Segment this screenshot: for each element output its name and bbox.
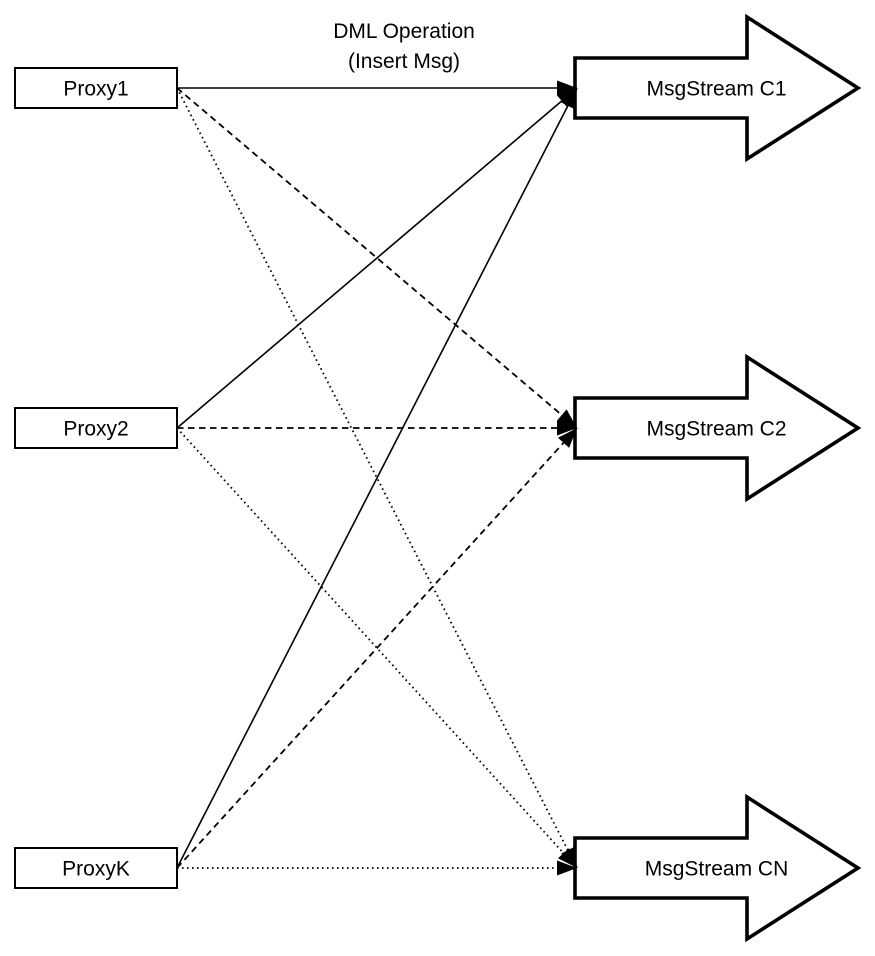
stream-label: MsgStream C2 — [646, 418, 786, 441]
edge-proxyk-c2 — [176, 427, 578, 869]
proxy-label: Proxy2 — [63, 418, 128, 441]
proxy-node-proxy1: Proxy1 — [14, 67, 178, 109]
proxy-box — [14, 407, 178, 449]
edge-proxy2-cn — [176, 427, 578, 869]
diagram-title-line-1: DML Operation — [333, 20, 475, 43]
stream-label: MsgStream C1 — [646, 78, 786, 101]
stream-node-c2: MsgStream C2 — [573, 353, 862, 503]
stream-arrow-shape — [573, 13, 862, 163]
diagram-title: DML Operation (Insert Msg) — [333, 20, 475, 73]
proxy-node-proxyk: ProxyK — [14, 847, 178, 889]
proxy-box — [14, 67, 178, 109]
proxy-node-proxy2: Proxy2 — [14, 407, 178, 449]
proxy-label: ProxyK — [62, 858, 130, 881]
diagram-title-line-2: (Insert Msg) — [348, 50, 460, 73]
proxy-label: Proxy1 — [63, 78, 128, 101]
proxy-box — [14, 847, 178, 889]
stream-node-cn: MsgStream CN — [573, 793, 862, 943]
stream-label: MsgStream CN — [645, 858, 789, 881]
edge-proxyk-c1 — [176, 87, 578, 869]
stream-arrow-shape — [573, 793, 862, 943]
edge-proxy2-c1 — [176, 87, 578, 429]
edge-proxy1-cn — [176, 87, 578, 869]
stream-arrow-shape — [573, 353, 862, 503]
stream-node-c1: MsgStream C1 — [573, 13, 862, 163]
